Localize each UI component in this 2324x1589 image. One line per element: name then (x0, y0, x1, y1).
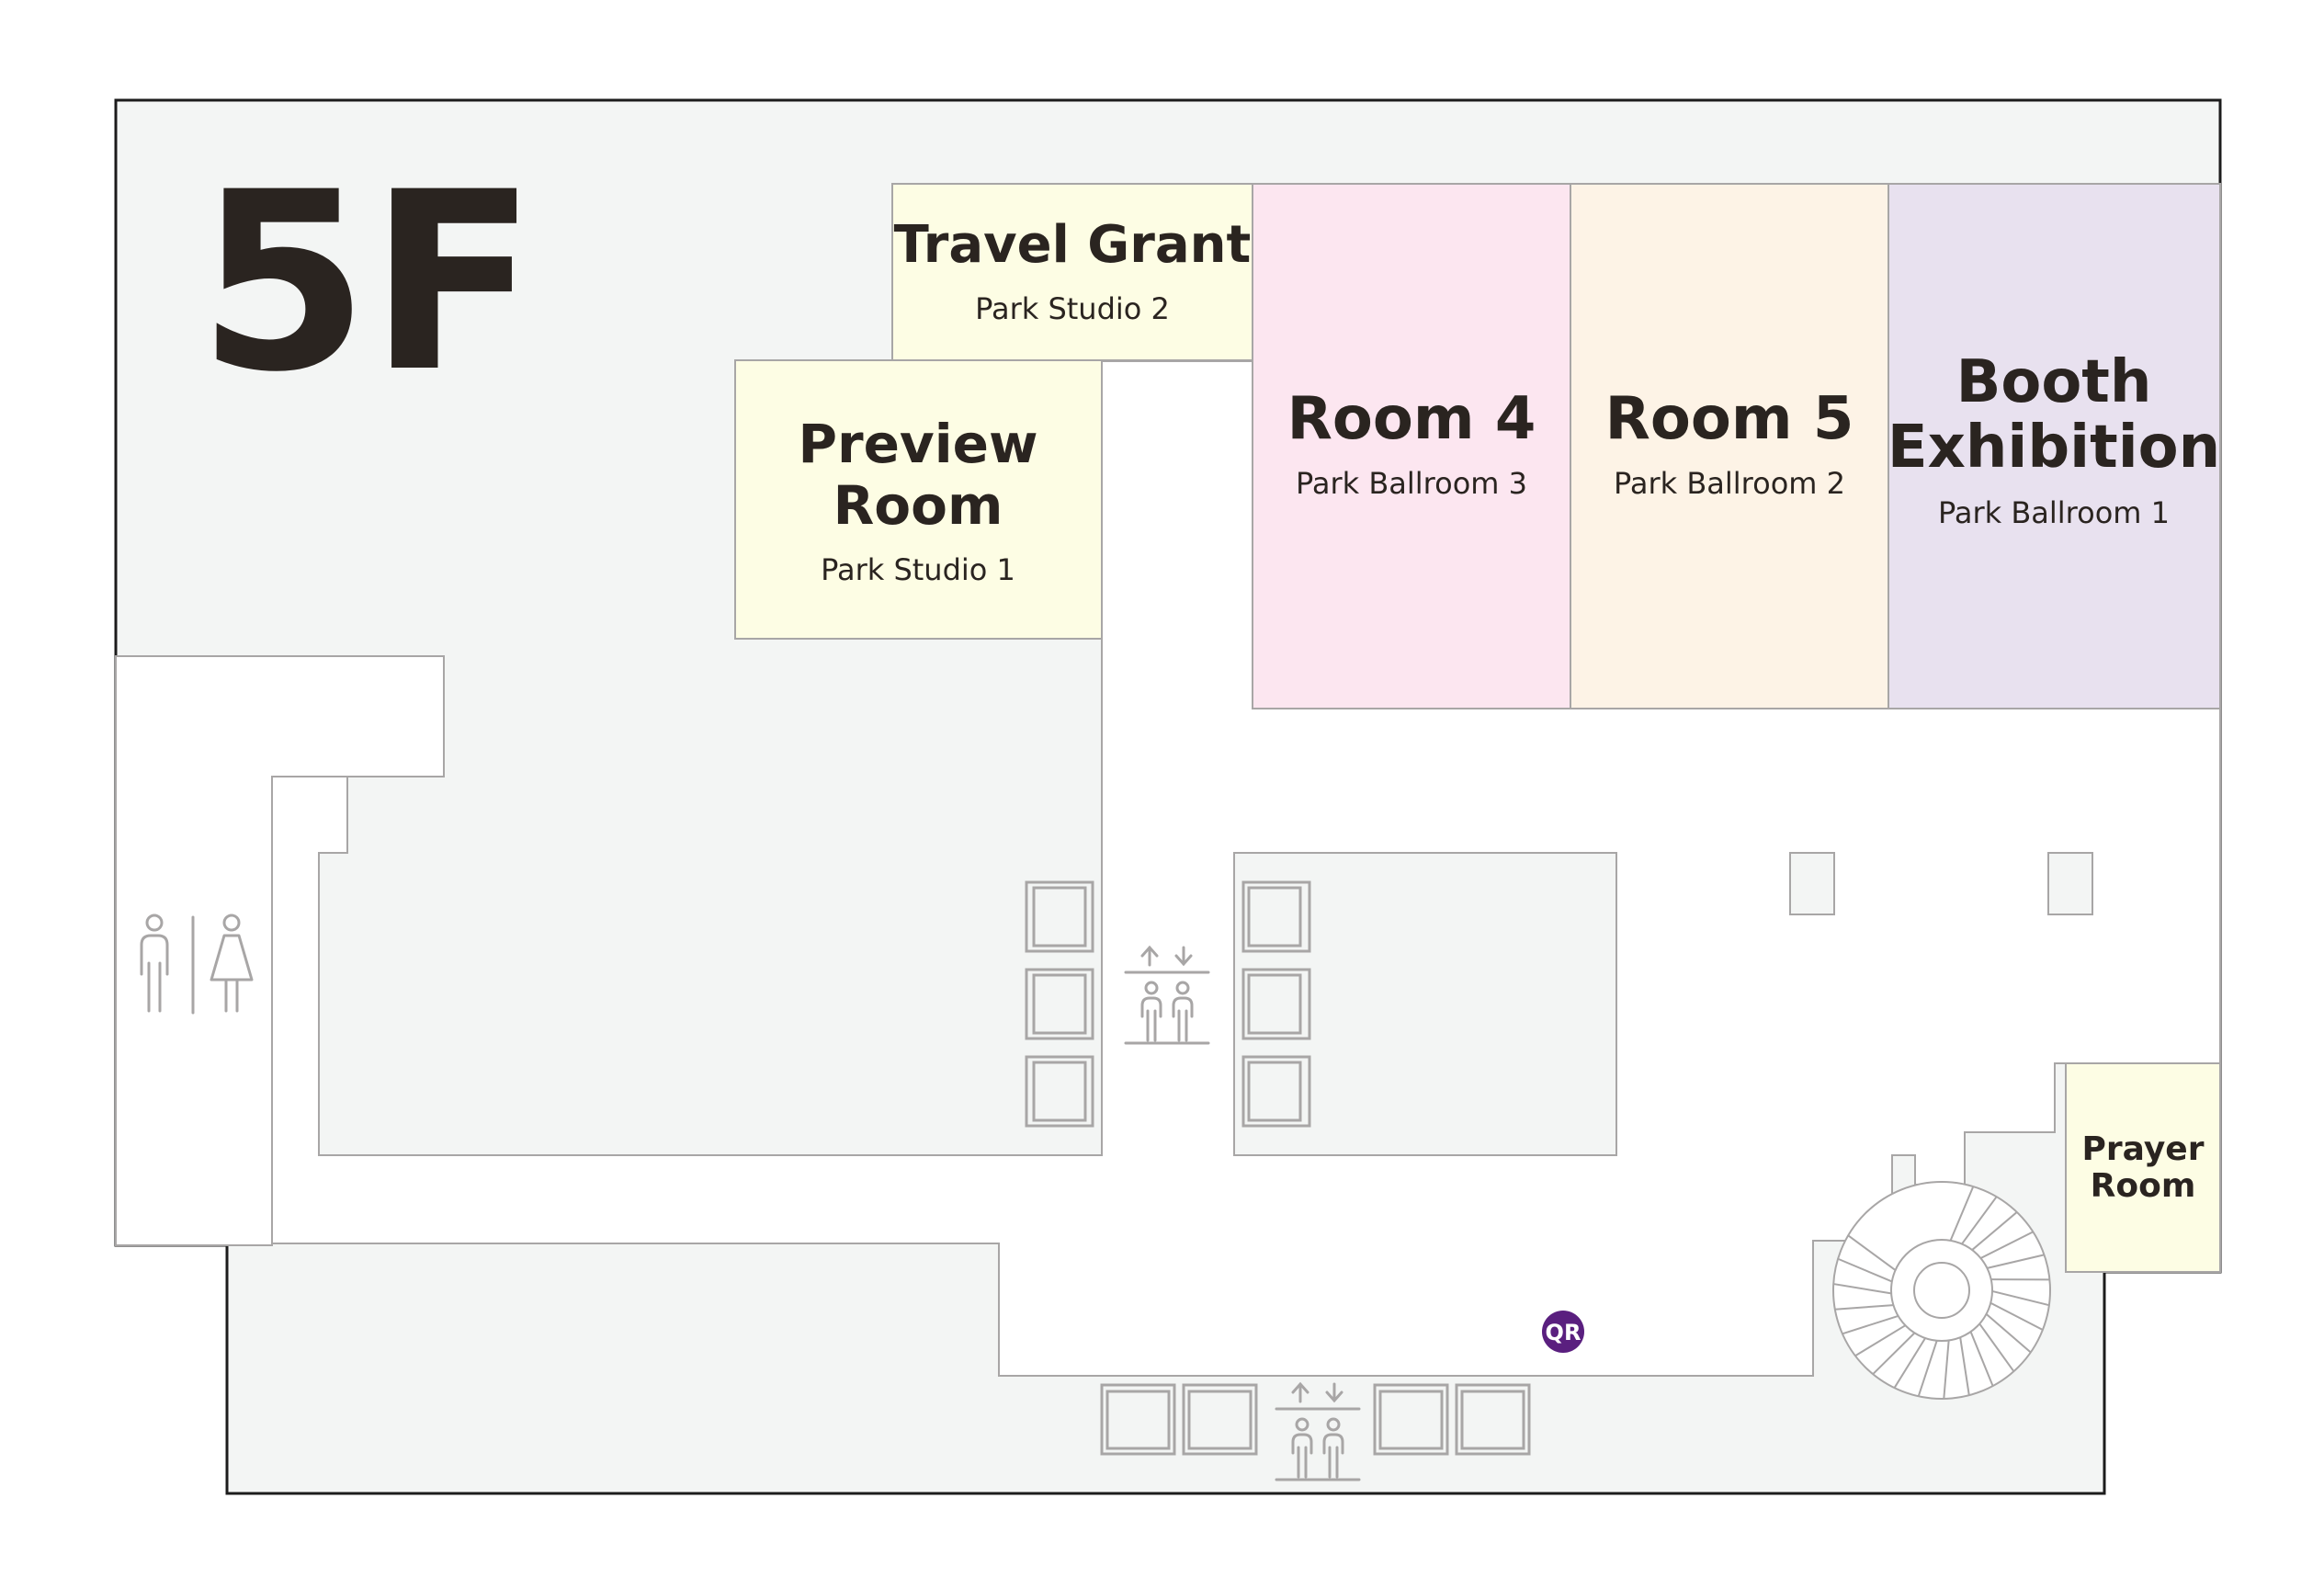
stair-step (1893, 1337, 1926, 1389)
room-venue: Park Ballroom 2 (1614, 466, 1845, 501)
stair-step (1979, 1231, 2034, 1259)
stair-step (1978, 1322, 2015, 1372)
room-travel-grant[interactable]: Travel Grant Park Studio 2 (891, 183, 1253, 361)
room-name-line-1: Booth (1956, 348, 2152, 416)
stair-step (1847, 1234, 1897, 1271)
stair-step (1959, 1337, 1970, 1396)
stair-step (1833, 1283, 1892, 1295)
room-name-line-2: Room (833, 474, 1003, 537)
floor-label: 5F (198, 140, 538, 426)
room-venue: Park Ballroom 3 (1296, 466, 1527, 501)
room-venue: Park Studio 1 (821, 552, 1015, 587)
qr-code-marker-icon[interactable]: QR (1542, 1311, 1584, 1353)
room-venue: Park Ballroom 1 (1938, 495, 2170, 530)
stair-step (1987, 1254, 2045, 1269)
room-room-4[interactable]: Room 4 Park Ballroom 3 (1252, 183, 1571, 709)
elevator-icon (1124, 945, 1210, 1045)
stair-step (1949, 1186, 1975, 1242)
elevator-bank-left (1025, 880, 1094, 1128)
room-name: Room 5 (1605, 385, 1854, 453)
qr-label: QR (1546, 1320, 1581, 1345)
stair-step (1917, 1340, 1938, 1397)
room-name-line-2: Exhibition (1888, 414, 2220, 482)
stair-step (1872, 1332, 1916, 1375)
room-prayer-room[interactable]: Prayer Room (2065, 1062, 2221, 1273)
pillar (2047, 852, 2093, 915)
room-name-line-2: Room (2091, 1167, 2196, 1205)
stair-step (1969, 1331, 1994, 1387)
elevator-bank-right (1241, 880, 1311, 1128)
stair-step (1985, 1313, 2032, 1354)
inner-block-center (1233, 852, 1617, 1156)
room-venue: Park Studio 2 (975, 291, 1170, 326)
stair-step (1943, 1340, 1950, 1400)
stair-step (1834, 1304, 1894, 1311)
room-preview-room[interactable]: Preview Room Park Studio 1 (734, 359, 1103, 640)
stair-step (1854, 1324, 1906, 1357)
elevator-icon (1275, 1381, 1361, 1481)
stair-step (1837, 1257, 1893, 1283)
stair-step (1991, 1289, 2050, 1307)
stair-step (1961, 1196, 1998, 1245)
stair-step (1842, 1314, 1899, 1335)
stair-step (1971, 1211, 2018, 1251)
spiral-staircase-icon (1832, 1181, 2051, 1400)
stair-step (1990, 1301, 2044, 1331)
room-name-line-1: Preview (798, 413, 1037, 475)
room-name: Room 4 (1287, 385, 1536, 453)
elevator-bank-bottom (1100, 1383, 1531, 1456)
room-room-5[interactable]: Room 5 Park Ballroom 2 (1570, 183, 1889, 709)
room-booth-exhibition[interactable]: Booth Exhibition Park Ballroom 1 (1888, 183, 2221, 709)
room-name-line-1: Prayer (2082, 1130, 2205, 1168)
pillar (1789, 852, 1835, 915)
room-name: Travel Grant (894, 215, 1252, 275)
restroom-icon (140, 914, 254, 1015)
